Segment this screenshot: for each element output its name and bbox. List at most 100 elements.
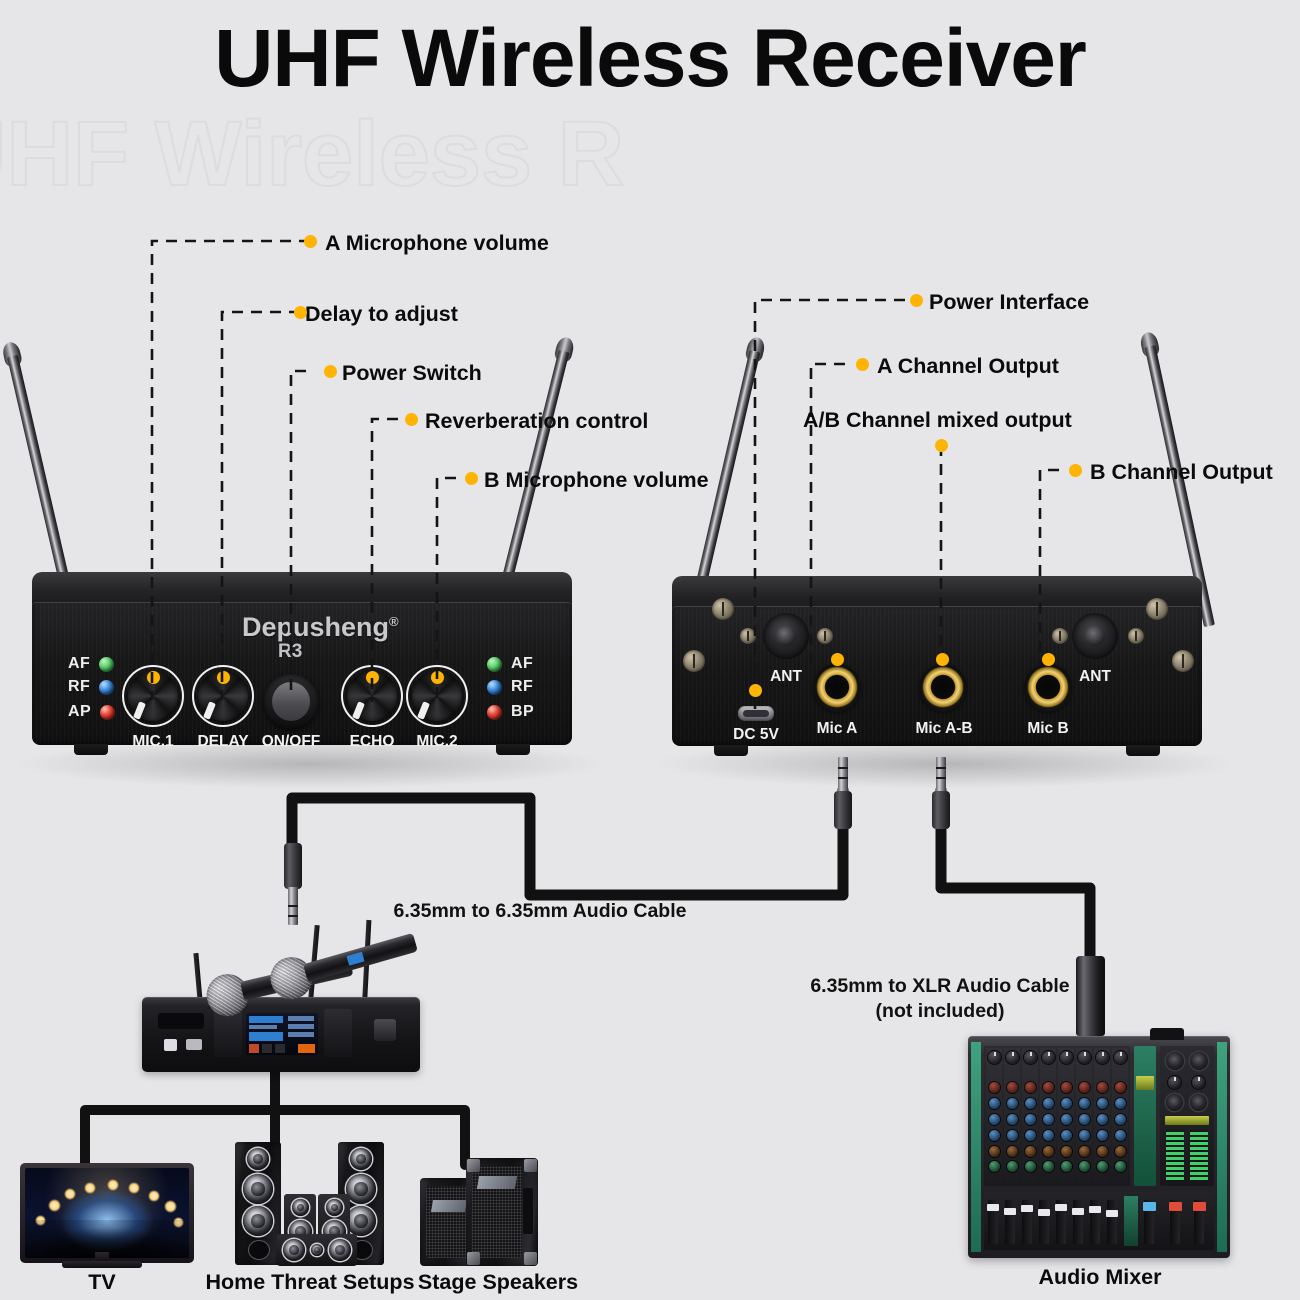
tower-right-tweeter (350, 1148, 372, 1170)
led-group-right-bp: BP (487, 703, 534, 721)
karaoke-machine-screen[interactable] (246, 1013, 318, 1055)
trs-plug-mic-a-barrel (834, 791, 852, 829)
knob-delay[interactable] (192, 665, 254, 727)
led-label-ap-left: AP (68, 703, 92, 720)
karaoke-machine-aux-port[interactable] (164, 1039, 177, 1051)
stage-speaker-corner-tr (524, 1159, 537, 1172)
antenna-base-right (1072, 613, 1118, 659)
device-label-audio-mixer: Audio Mixer (1038, 1265, 1162, 1289)
knob-echo[interactable] (341, 665, 403, 727)
callout-label-reverberation-control: Reverberation control (425, 409, 649, 433)
callout-dot-port-dc5v (749, 684, 762, 697)
screw-ant-right-a (1052, 628, 1068, 644)
led-label-rf-right: RF (511, 678, 534, 695)
knob-label-mic1: MIC.1 (132, 733, 174, 750)
center-channel-driver-left (283, 1239, 305, 1261)
callout-dot-delay-to-adjust (294, 306, 307, 319)
trs-plug-left-ring1 (288, 905, 298, 907)
callout-dot-b-channel-output (1069, 464, 1082, 477)
tower-left-tweeter (247, 1148, 269, 1170)
knob-label-onoff: ON/OFF (261, 733, 321, 750)
led-label-af-right: AF (511, 655, 534, 672)
led-group-right-rf: RF (487, 678, 533, 696)
port-usbc-dc5v[interactable] (738, 706, 774, 721)
screw-top-right (1146, 598, 1168, 620)
power-knob-inner (271, 681, 311, 722)
front-antenna-right (500, 335, 576, 588)
screw-ant-left-b (817, 628, 833, 644)
callout-label-power-interface: Power Interface (929, 290, 1090, 314)
trs-plug-mic-ab-shaft (936, 757, 946, 793)
led-indicator-bp-right (487, 704, 502, 720)
led-indicator-af-left (99, 656, 115, 672)
callout-dot-knob-delay (216, 671, 230, 684)
callout-dot-a-microphone-volume (304, 235, 317, 248)
knob-mic2[interactable] (406, 665, 468, 727)
mixer-faders (987, 1196, 1210, 1246)
stage-speaker-large (466, 1158, 538, 1266)
led-indicator-rf-right (487, 679, 502, 695)
stage-speaker-small-badge (430, 1200, 468, 1212)
callout-dot-knob-mic1 (146, 671, 160, 684)
callout-dot-port-mic-a (831, 653, 844, 666)
port-jack-mic-ab[interactable] (919, 664, 967, 712)
karaoke-machine-disc-slot (158, 1013, 204, 1029)
tower-left-woofer (243, 1206, 273, 1236)
callout-dot-port-mic-b (1042, 653, 1055, 666)
tower-right-woofer (346, 1206, 376, 1236)
rear-receiver-foot-right (1126, 745, 1160, 756)
port-jack-mic-b[interactable] (1024, 664, 1072, 712)
callout-label-a-microphone-volume: A Microphone volume (325, 231, 549, 255)
trs-plug-mic-ab-barrel (932, 791, 950, 829)
led-label-af-left: AF (68, 655, 91, 672)
knob-mic1[interactable] (122, 665, 184, 727)
handheld-microphone-2 (264, 918, 423, 1006)
callout-label-delay-to-adjust: Delay to adjust (305, 302, 458, 326)
port-jack-mic-a[interactable] (813, 664, 861, 712)
trs-plug-left (283, 843, 303, 925)
trs-plug-mic-ab (931, 757, 951, 829)
center-channel-driver-right (329, 1239, 351, 1261)
front-receiver-foot-left (74, 744, 108, 755)
led-label-rf-left: RF (68, 678, 91, 695)
screw-ant-right-b (1128, 628, 1144, 644)
device-label-home-theater: Home Threat Setups (205, 1270, 415, 1294)
karaoke-machine-power-button[interactable] (374, 1019, 396, 1041)
led-group-left-rf: RF (68, 678, 115, 696)
rear-receiver-foot-left (714, 745, 748, 756)
title-watermark: UHF Wireless R (0, 108, 625, 200)
front-receiver-foot-right (496, 744, 530, 755)
callout-label-ab-channel-mixed-output: A/B Channel mixed output (803, 408, 1072, 432)
callout-dot-port-mic-ab (936, 653, 949, 666)
port-label-ant-right: ANT (1079, 668, 1111, 685)
karaoke-machine-usb-port[interactable] (186, 1039, 202, 1050)
knob-power-onoff[interactable] (263, 674, 319, 730)
satellite-right-tweeter (326, 1199, 343, 1216)
mixer-dsp-display (1136, 1076, 1154, 1090)
cable-label-trs-to-xlr-line2: (not included) (875, 1000, 1005, 1022)
led-group-left-ap: AP (68, 703, 116, 721)
led-indicator-af-right (487, 656, 502, 672)
tv-stand-neck (95, 1252, 109, 1263)
screw-ant-left-a (740, 628, 756, 644)
screw-top-left (712, 598, 734, 620)
stage-speaker-large-badge (476, 1176, 518, 1189)
callout-dot-power-switch (324, 365, 337, 378)
port-label-mic-a: Mic A (816, 720, 858, 737)
callout-dot-b-microphone-volume (465, 472, 478, 485)
callout-dot-a-channel-output (856, 358, 869, 371)
port-label-mic-b: Mic B (1027, 720, 1069, 737)
mixer-rail-right (1217, 1042, 1227, 1252)
trs-plug-mic-a (833, 757, 853, 829)
tv-stand-base (62, 1261, 142, 1268)
led-group-left: AF (68, 655, 115, 673)
callout-label-b-microphone-volume: B Microphone volume (484, 468, 709, 492)
cable-label-trs-to-xlr-line1: 6.35mm to XLR Audio Cable (810, 975, 1070, 997)
cable-label-trs-to-trs: 6.35mm to 6.35mm Audio Cable (393, 900, 687, 922)
home-theater-tower-left (235, 1142, 281, 1265)
led-label-bp-right: BP (511, 703, 535, 720)
stage-speaker-corner-br (524, 1252, 537, 1265)
page-title: UHF Wireless Receiver (214, 13, 1087, 104)
trs-plug-left-barrel (284, 843, 302, 889)
mixer-effects-panel (1134, 1046, 1156, 1186)
